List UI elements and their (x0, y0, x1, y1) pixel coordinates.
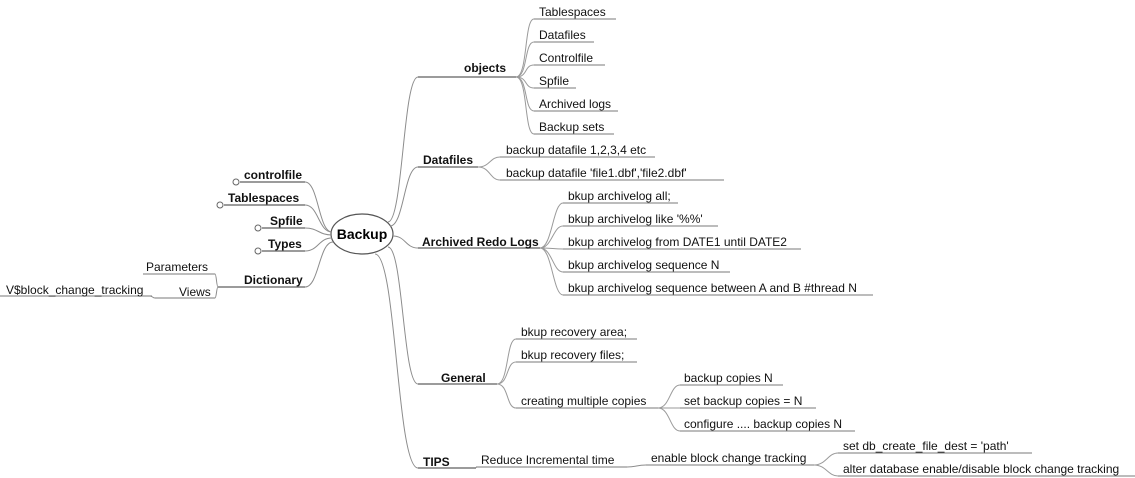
objects-item[interactable]: Archived logs (539, 97, 612, 111)
edge-archived-child (539, 202, 564, 249)
branch-general[interactable]: General (441, 371, 486, 385)
tips-set-file-dest[interactable]: set db_create_file_dest = 'path' (843, 439, 1009, 453)
tips-alter-database[interactable]: alter database enable/disable block chan… (843, 462, 1120, 476)
branch-objects[interactable]: objects (464, 61, 507, 75)
tips-enable-block-change[interactable]: enable block change tracking (651, 451, 807, 465)
edge-datafiles (389, 166, 419, 227)
dictionary-views[interactable]: Views (179, 285, 211, 299)
branch-spfile[interactable]: Spfile (270, 214, 303, 228)
archivelog-item[interactable]: bkup archivelog sequence N (568, 258, 720, 272)
edge-general (387, 246, 419, 385)
branch-dictionary[interactable]: Dictionary (244, 273, 303, 287)
edge-datafiles-child (477, 156, 501, 168)
general-multiple-copies[interactable]: creating multiple copies (521, 394, 647, 408)
collapsed-node-marker (254, 224, 262, 232)
objects-item[interactable]: Backup sets (539, 120, 605, 134)
edge-parameters (214, 273, 219, 288)
general-recovery-area[interactable]: bkup recovery area; (521, 325, 628, 339)
collapsed-node-marker (232, 178, 240, 186)
objects-item[interactable]: Datafiles (539, 28, 586, 42)
archivelog-item[interactable]: bkup archivelog sequence between A and B… (568, 281, 857, 295)
edge-views (214, 286, 219, 299)
edge-dictionary (304, 241, 334, 288)
datafiles-item[interactable]: backup datafile 1,2,3,4 etc (506, 143, 647, 157)
branch-archived-redo-logs[interactable]: Archived Redo Logs (422, 235, 539, 249)
edge-general-child (496, 383, 517, 409)
copies-item[interactable]: configure .... backup copies N (684, 417, 843, 431)
edge-objects (387, 76, 419, 223)
branch-types[interactable]: Types (268, 237, 302, 251)
collapsed-node-marker (216, 201, 224, 209)
views-vblock-change-tracking[interactable]: V$block_change_tracking (6, 283, 144, 297)
tips-reduce-incremental[interactable]: Reduce Incremental time (481, 453, 615, 467)
archivelog-item[interactable]: bkup archivelog all; (568, 189, 671, 203)
objects-item[interactable]: Tablespaces (539, 5, 606, 19)
edge-general-child (496, 361, 517, 385)
edge-tips (374, 253, 419, 469)
edge-controlfile (304, 181, 333, 233)
edge-objects-child (515, 41, 535, 78)
edge-tablespaces (304, 204, 333, 233)
branch-datafiles[interactable]: Datafiles (423, 153, 474, 167)
edge-objects-child (515, 18, 535, 78)
edge-enable-child (813, 452, 839, 466)
archivelog-item[interactable]: bkup archivelog like '%%' (568, 212, 703, 226)
edge-datafiles-child (477, 166, 501, 181)
dictionary-parameters[interactable]: Parameters (146, 260, 209, 274)
edge-archived-child (539, 225, 564, 249)
datafiles-item[interactable]: backup datafile 'file1.dbf','file2.dbf' (506, 166, 687, 180)
archivelog-item[interactable]: bkup archivelog from DATE1 until DATE2 (568, 235, 787, 249)
edge-archived-child (539, 247, 564, 296)
edge-copies-child (657, 384, 681, 409)
edge-enable-child (813, 464, 839, 477)
objects-item[interactable]: Spfile (539, 74, 570, 88)
edge-objects-child (515, 64, 535, 78)
branch-tips[interactable]: TIPS (423, 455, 450, 469)
root-node-ellipse (330, 213, 394, 255)
branch-controlfile[interactable]: controlfile (244, 168, 303, 182)
edge-copies-child (657, 407, 681, 432)
edge-tips-enable (626, 464, 647, 468)
branch-tablespaces[interactable]: Tablespaces (228, 191, 300, 205)
collapsed-node-marker (254, 247, 262, 255)
copies-item[interactable]: set backup copies = N (684, 394, 803, 408)
edge-objects-child (515, 76, 535, 135)
edge-general-child (496, 338, 517, 385)
objects-item[interactable]: Controlfile (539, 51, 594, 65)
edge-spfile (304, 227, 333, 236)
edge-archived (392, 235, 419, 249)
root-node-label[interactable]: Backup (336, 226, 388, 242)
general-recovery-files[interactable]: bkup recovery files; (521, 348, 625, 362)
copies-item[interactable]: backup copies N (684, 371, 773, 385)
edge-types (304, 237, 333, 252)
